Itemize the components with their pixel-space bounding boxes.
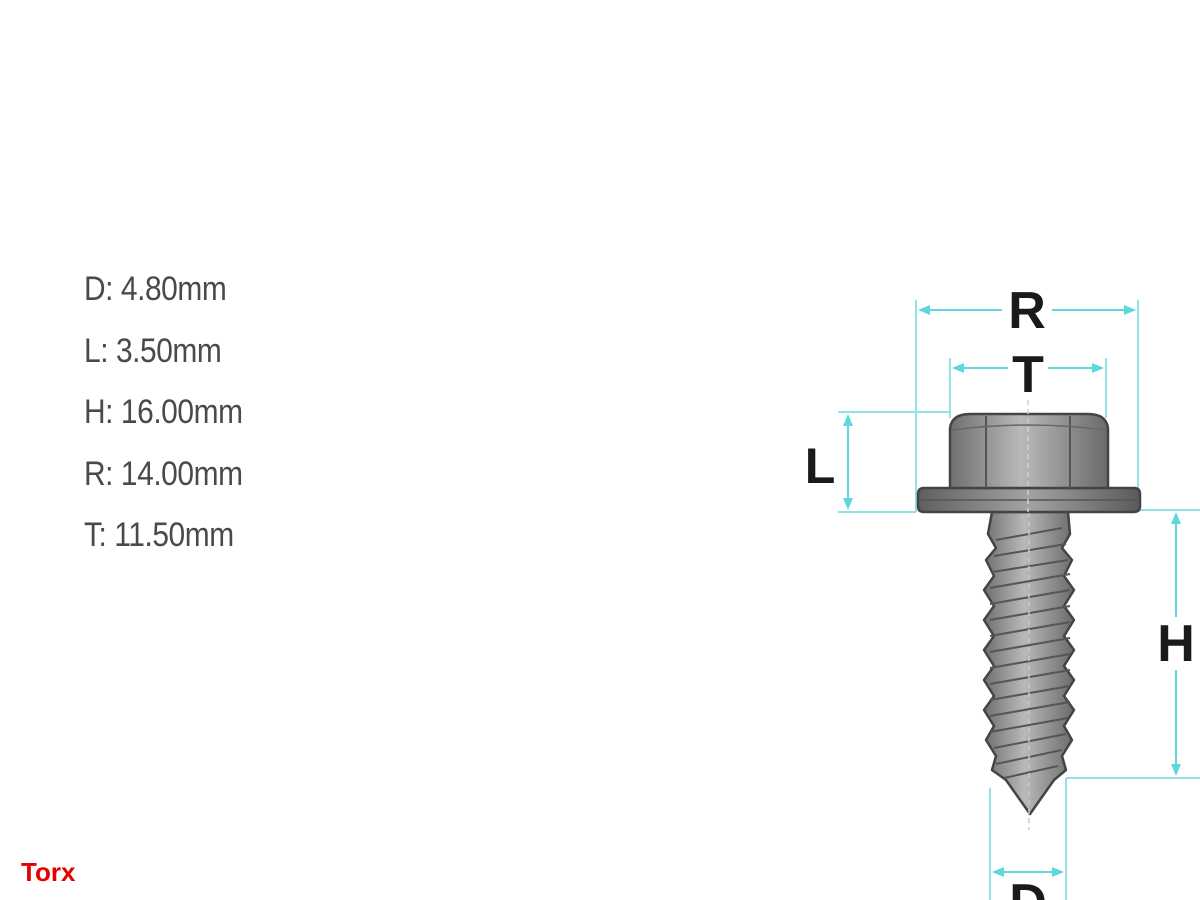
spec-t: T: 11.50mm (84, 516, 234, 554)
screw-type-label: Torx (21, 857, 76, 887)
dimension-t: T (952, 346, 1104, 404)
spec-h: H: 16.00mm (84, 393, 243, 431)
screw-hex-head (948, 412, 1110, 490)
screw-illustration (916, 400, 1142, 830)
dimension-label-d: D (1009, 874, 1047, 900)
dimension-label-t: T (1012, 346, 1044, 404)
spec-l: L: 3.50mm (84, 331, 222, 370)
dimension-spec-list: D: 4.80mm L: 3.50mm H: 16.00mm R: 14.00m… (84, 259, 264, 567)
dimension-l: L (805, 414, 853, 510)
dimension-label-l: L (805, 438, 836, 494)
dimension-d: D (992, 867, 1064, 900)
spec-r: R: 14.00mm (84, 454, 243, 493)
dimension-r: R (918, 282, 1136, 340)
dimension-h: H (1157, 512, 1195, 776)
extension-lines (838, 300, 1200, 900)
screw-shank (982, 510, 1076, 816)
dimension-label-r: R (1008, 282, 1046, 340)
spec-d: D: 4.80mm (84, 270, 227, 308)
thread-lines (989, 527, 1071, 779)
dimension-label-h: H (1157, 615, 1195, 673)
